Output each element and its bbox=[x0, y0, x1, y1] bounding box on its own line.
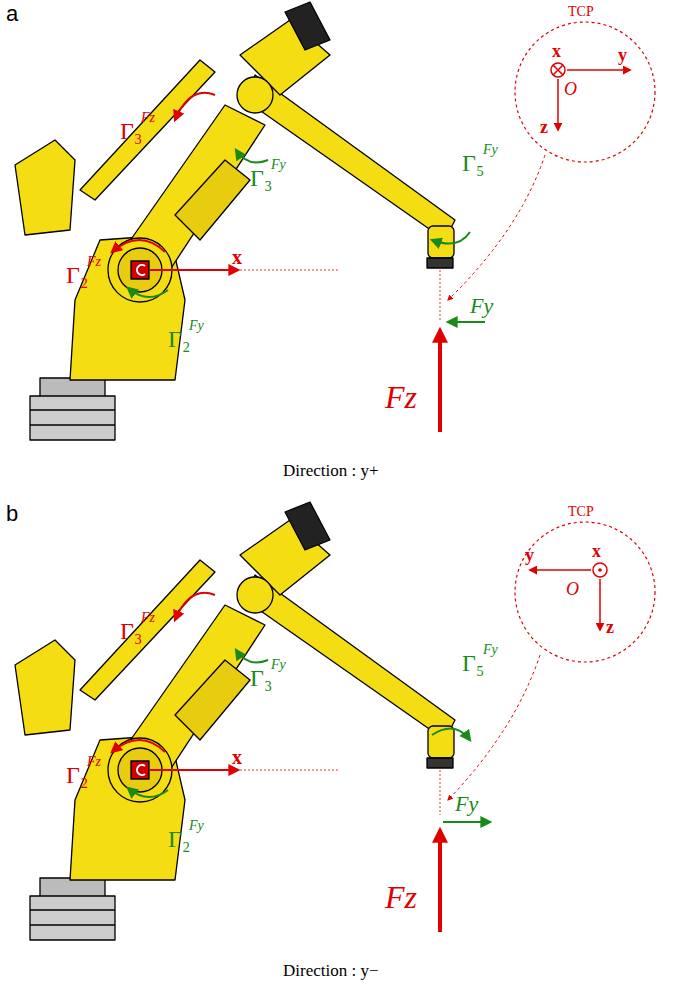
axis-label: z bbox=[606, 618, 614, 638]
tcp-label: TCP bbox=[568, 504, 594, 519]
origin-label: O bbox=[566, 580, 579, 600]
axis-label: y bbox=[525, 546, 534, 566]
torque-superscript: Fy bbox=[271, 157, 286, 172]
torque-superscript: Fz bbox=[87, 254, 101, 269]
tcp-label: TCP bbox=[568, 4, 594, 19]
torque-label: Γ₃ bbox=[250, 665, 272, 691]
torque-label: Γ₂ bbox=[66, 762, 88, 788]
direction-caption: Direction : y− bbox=[283, 962, 379, 981]
force-label: Fy bbox=[470, 294, 493, 318]
torque-label: Γ₂ bbox=[168, 326, 190, 352]
torque-superscript: Fy bbox=[271, 657, 286, 672]
torque-label: Γ₅ bbox=[462, 150, 484, 176]
torque-superscript: Fz bbox=[141, 610, 155, 625]
torque-superscript: Fz bbox=[87, 754, 101, 769]
torque-label: Γ₂ bbox=[66, 262, 88, 288]
torque-superscript: Fy bbox=[483, 642, 498, 657]
panel-letter: a bbox=[6, 2, 18, 26]
torque-superscript: Fz bbox=[141, 110, 155, 125]
axis-label: y bbox=[618, 46, 627, 66]
torque-superscript: Fy bbox=[483, 142, 498, 157]
torque-superscript: Fy bbox=[189, 318, 204, 333]
torque-label: Γ₅ bbox=[462, 650, 484, 676]
axis-label: x bbox=[232, 246, 242, 268]
origin-label: O bbox=[564, 80, 577, 100]
axis-label: x bbox=[592, 542, 601, 562]
force-label: Fy bbox=[455, 792, 478, 816]
axis-label: z bbox=[540, 118, 548, 138]
torque-label: Γ₂ bbox=[168, 826, 190, 852]
axis-label: x bbox=[552, 42, 561, 62]
direction-caption: Direction : y+ bbox=[283, 462, 379, 481]
force-label: Fz bbox=[385, 380, 417, 415]
torque-superscript: Fy bbox=[189, 818, 204, 833]
torque-label: Γ₃ bbox=[120, 118, 142, 144]
torque-label: Γ₃ bbox=[120, 618, 142, 644]
panel-letter: b bbox=[6, 502, 18, 526]
torque-label: Γ₃ bbox=[250, 165, 272, 191]
force-label: Fz bbox=[385, 880, 417, 915]
axis-label: x bbox=[232, 746, 242, 768]
